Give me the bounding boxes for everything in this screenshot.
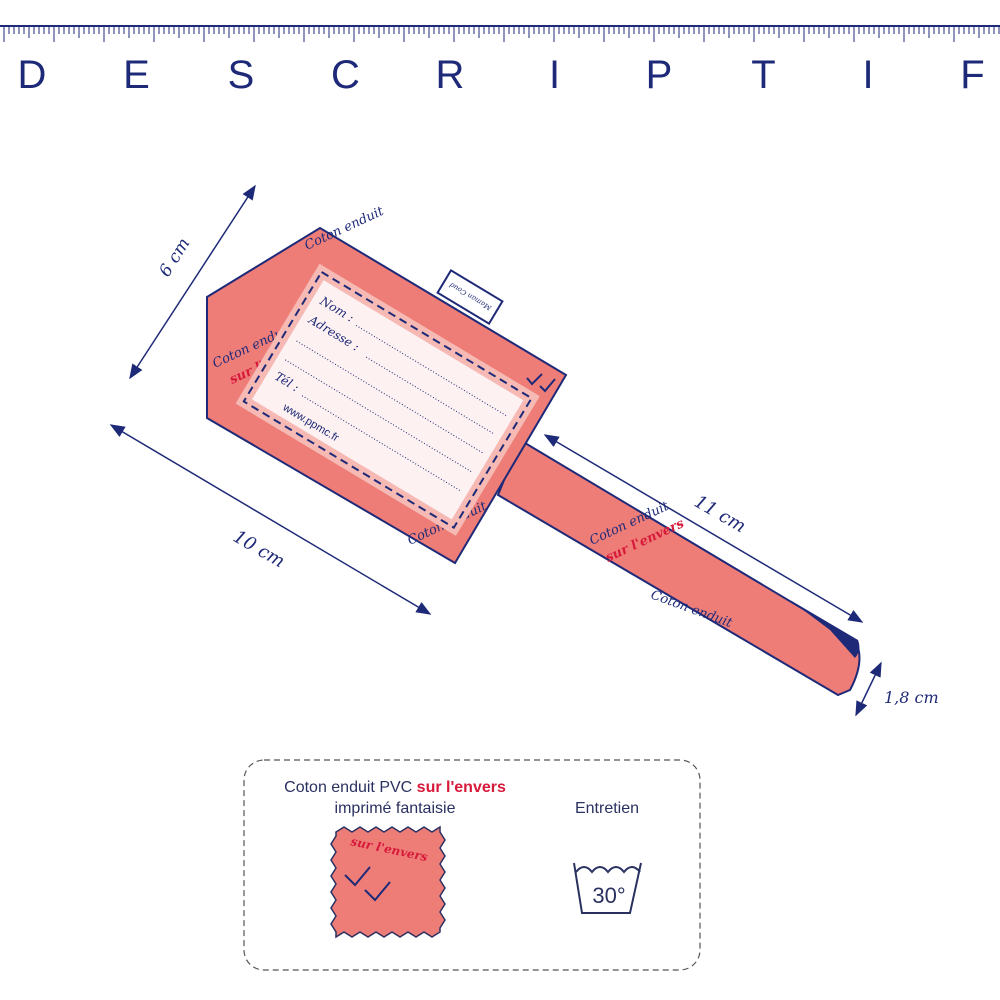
strap: Coton enduit sur l'envers Coton enduit xyxy=(496,438,861,697)
height-arrow xyxy=(129,184,256,380)
title-letter: F xyxy=(960,53,984,97)
svg-text:30°: 30° xyxy=(592,883,625,908)
title-letter: C xyxy=(331,53,360,97)
title-letter: R xyxy=(436,53,465,97)
height-label: 6 cm xyxy=(155,235,194,281)
material-line-1: Coton enduit PVC sur l'envers xyxy=(284,779,506,796)
title-letter: D xyxy=(18,53,47,97)
width-label: 10 cm xyxy=(230,526,289,572)
title-letter: S xyxy=(228,53,255,97)
title-letter: P xyxy=(646,53,673,97)
wash-30-icon: 30° xyxy=(573,862,642,914)
info-box: Coton enduit PVC sur l'envers imprimé fa… xyxy=(243,759,701,971)
luggage-tag: Coton enduit Coton enduit sur l'envers C… xyxy=(206,204,568,565)
strap-width-label: 1,8 cm xyxy=(884,688,939,707)
title-letter: I xyxy=(549,53,560,97)
fabric-swatch: sur l'envers xyxy=(330,825,446,939)
title-letter: E xyxy=(123,53,150,97)
title-letter: I xyxy=(862,53,873,97)
title-letter: T xyxy=(751,53,775,97)
dimension-arrows xyxy=(109,184,882,717)
strap-length-label: 11 cm xyxy=(691,491,750,537)
material-line-2: imprimé fantaisie xyxy=(335,800,456,817)
strap-width-arrow xyxy=(855,661,882,717)
ruler xyxy=(0,25,1000,42)
care-title: Entretien xyxy=(575,800,639,817)
width-arrow xyxy=(109,424,432,615)
strap-length-arrow xyxy=(543,434,864,623)
